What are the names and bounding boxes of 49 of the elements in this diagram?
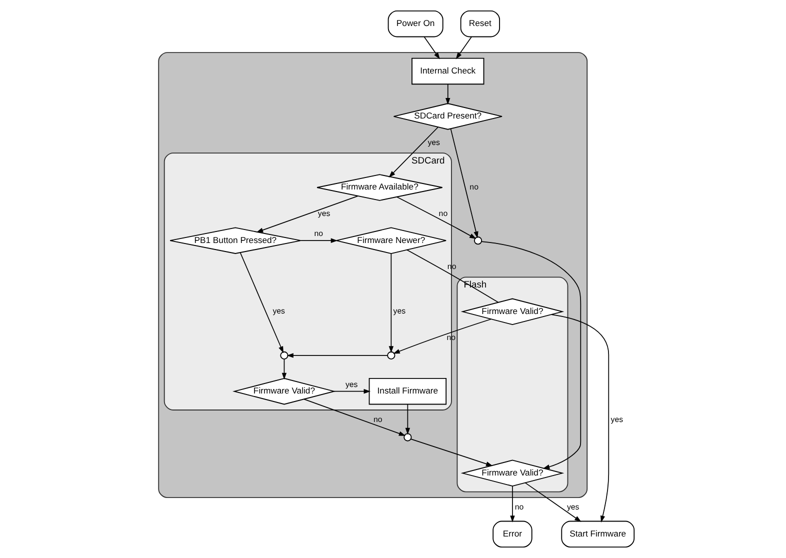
- arrow: [450, 128, 478, 238]
- node-circle: [386, 351, 395, 360]
- node-diamond: Firmware Valid?: [232, 378, 336, 405]
- arrow: [388, 126, 438, 178]
- node-box: Reset: [460, 10, 500, 38]
- node-box: Install Firmware: [368, 378, 446, 405]
- arrow: [388, 253, 394, 353]
- arrow: [303, 398, 406, 436]
- arrow: [396, 196, 476, 239]
- arrow: [281, 358, 286, 380]
- node-diamond: SDCard Present?: [392, 103, 502, 130]
- arrow: [300, 238, 338, 243]
- arrow: [404, 404, 410, 435]
- node-box: Power On: [387, 10, 443, 38]
- arrow: [239, 252, 284, 354]
- node-box: Internal Check: [411, 58, 484, 85]
- arrow: [510, 486, 514, 522]
- node-box: Error: [492, 520, 532, 548]
- node-circle: [403, 433, 412, 442]
- edge-label: yes: [392, 306, 406, 316]
- edge-label: yes: [566, 502, 579, 512]
- arrow: [256, 196, 358, 232]
- node-diamond: Firmware Available?: [316, 174, 442, 201]
- edge-label: no: [314, 229, 322, 238]
- arrow: [286, 353, 388, 358]
- arrow: [410, 438, 492, 466]
- node-diamond: Firmware Valid?: [460, 298, 564, 326]
- arrow: [480, 241, 581, 470]
- arrow: [524, 482, 581, 522]
- edge-label: yes: [344, 380, 358, 389]
- edge-label: no: [514, 502, 524, 512]
- node-box: Start Firmware: [560, 520, 634, 548]
- edge-label: yes: [610, 415, 623, 424]
- arrow: [445, 84, 450, 105]
- connector: [406, 249, 498, 303]
- edge-label: yes: [272, 306, 284, 316]
- edge-label: yes: [317, 209, 330, 218]
- edge-label: no: [438, 209, 448, 218]
- node-circle: [280, 351, 288, 360]
- edge-label: no: [469, 182, 478, 192]
- arrow: [550, 314, 609, 522]
- edge-label: yes: [427, 138, 440, 147]
- arrow: [455, 36, 472, 60]
- arrow: [333, 388, 370, 394]
- node-diamond: Firmware Newer?: [335, 227, 446, 254]
- arrow: [423, 36, 440, 60]
- node-circle: [473, 236, 482, 245]
- edge-label: no: [373, 415, 382, 424]
- arrow: [392, 318, 492, 354]
